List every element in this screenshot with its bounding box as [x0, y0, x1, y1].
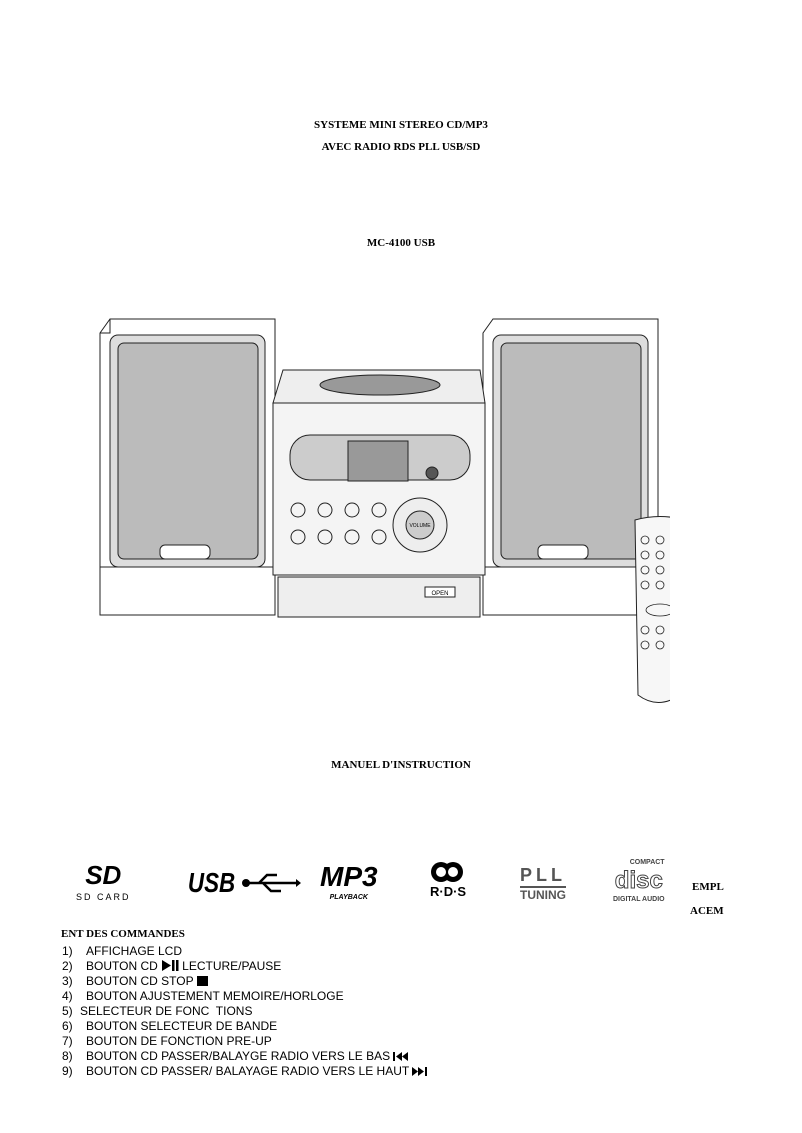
side-text-1: EMPL [692, 881, 724, 893]
open-label: OPEN [431, 591, 448, 597]
list-item: 8)BOUTON CD PASSER/BALAYGE RADIO VERS LE… [62, 1049, 428, 1064]
remote-control [634, 516, 670, 703]
commands-list: 1)AFFICHAGE LCD 2)BOUTON CD LECTURE/PAUS… [62, 944, 428, 1079]
side-text-2: ACEM [690, 905, 724, 917]
volume-label: VOLUME [409, 523, 431, 529]
list-item: 3)BOUTON CD STOP [62, 974, 428, 989]
pll-tuning-logo: PLL TUNING [520, 865, 566, 902]
left-speaker [99, 318, 276, 616]
title-line-2: AVEC RADIO RDS PLL USB/SD [321, 141, 481, 153]
product-illustration: VOLUME OPEN [99, 318, 670, 703]
main-unit: VOLUME OPEN [272, 369, 486, 618]
manual-title: MANUEL D'INSTRUCTION [331, 759, 471, 771]
play-pause-icon [161, 960, 179, 971]
usb-logo: USB [182, 866, 302, 899]
list-item: 2)BOUTON CD LECTURE/PAUSE [62, 959, 282, 973]
title-line-1: SYSTEME MINI STEREO CD/MP3 [314, 119, 488, 131]
sd-card-logo: SD SD CARD [76, 860, 131, 902]
compact-disc-logo: COMPACT disc DIGITAL AUDIO [613, 859, 665, 903]
list-item: 5)SELECTEUR DE FONC TIONS [62, 1004, 253, 1018]
skip-forward-icon [412, 1067, 428, 1076]
right-speaker [482, 318, 659, 616]
usb-trident-icon [242, 873, 302, 892]
model-number: MC-4100 USB [366, 237, 436, 249]
rds-logo: R·D·S [430, 860, 466, 900]
list-item: 6)BOUTON SELECTEUR DE BANDE [62, 1019, 278, 1033]
rds-symbol-icon [431, 862, 463, 882]
list-item: 7)BOUTON DE FONCTION PRE-UP [62, 1034, 272, 1048]
mp3-logo: MP3 PLAYBACK [320, 861, 378, 901]
list-item: 1)AFFICHAGE LCD [62, 944, 183, 958]
list-item: 4)BOUTON AJUSTEMENT MEMOIRE/HORLOGE [62, 989, 344, 1003]
commands-heading: ENT DES COMMANDES [61, 928, 185, 940]
list-item: 9)BOUTON CD PASSER/ BALAYAGE RADIO VERS … [62, 1064, 428, 1079]
stop-icon [196, 976, 208, 986]
skip-back-icon [393, 1052, 409, 1061]
